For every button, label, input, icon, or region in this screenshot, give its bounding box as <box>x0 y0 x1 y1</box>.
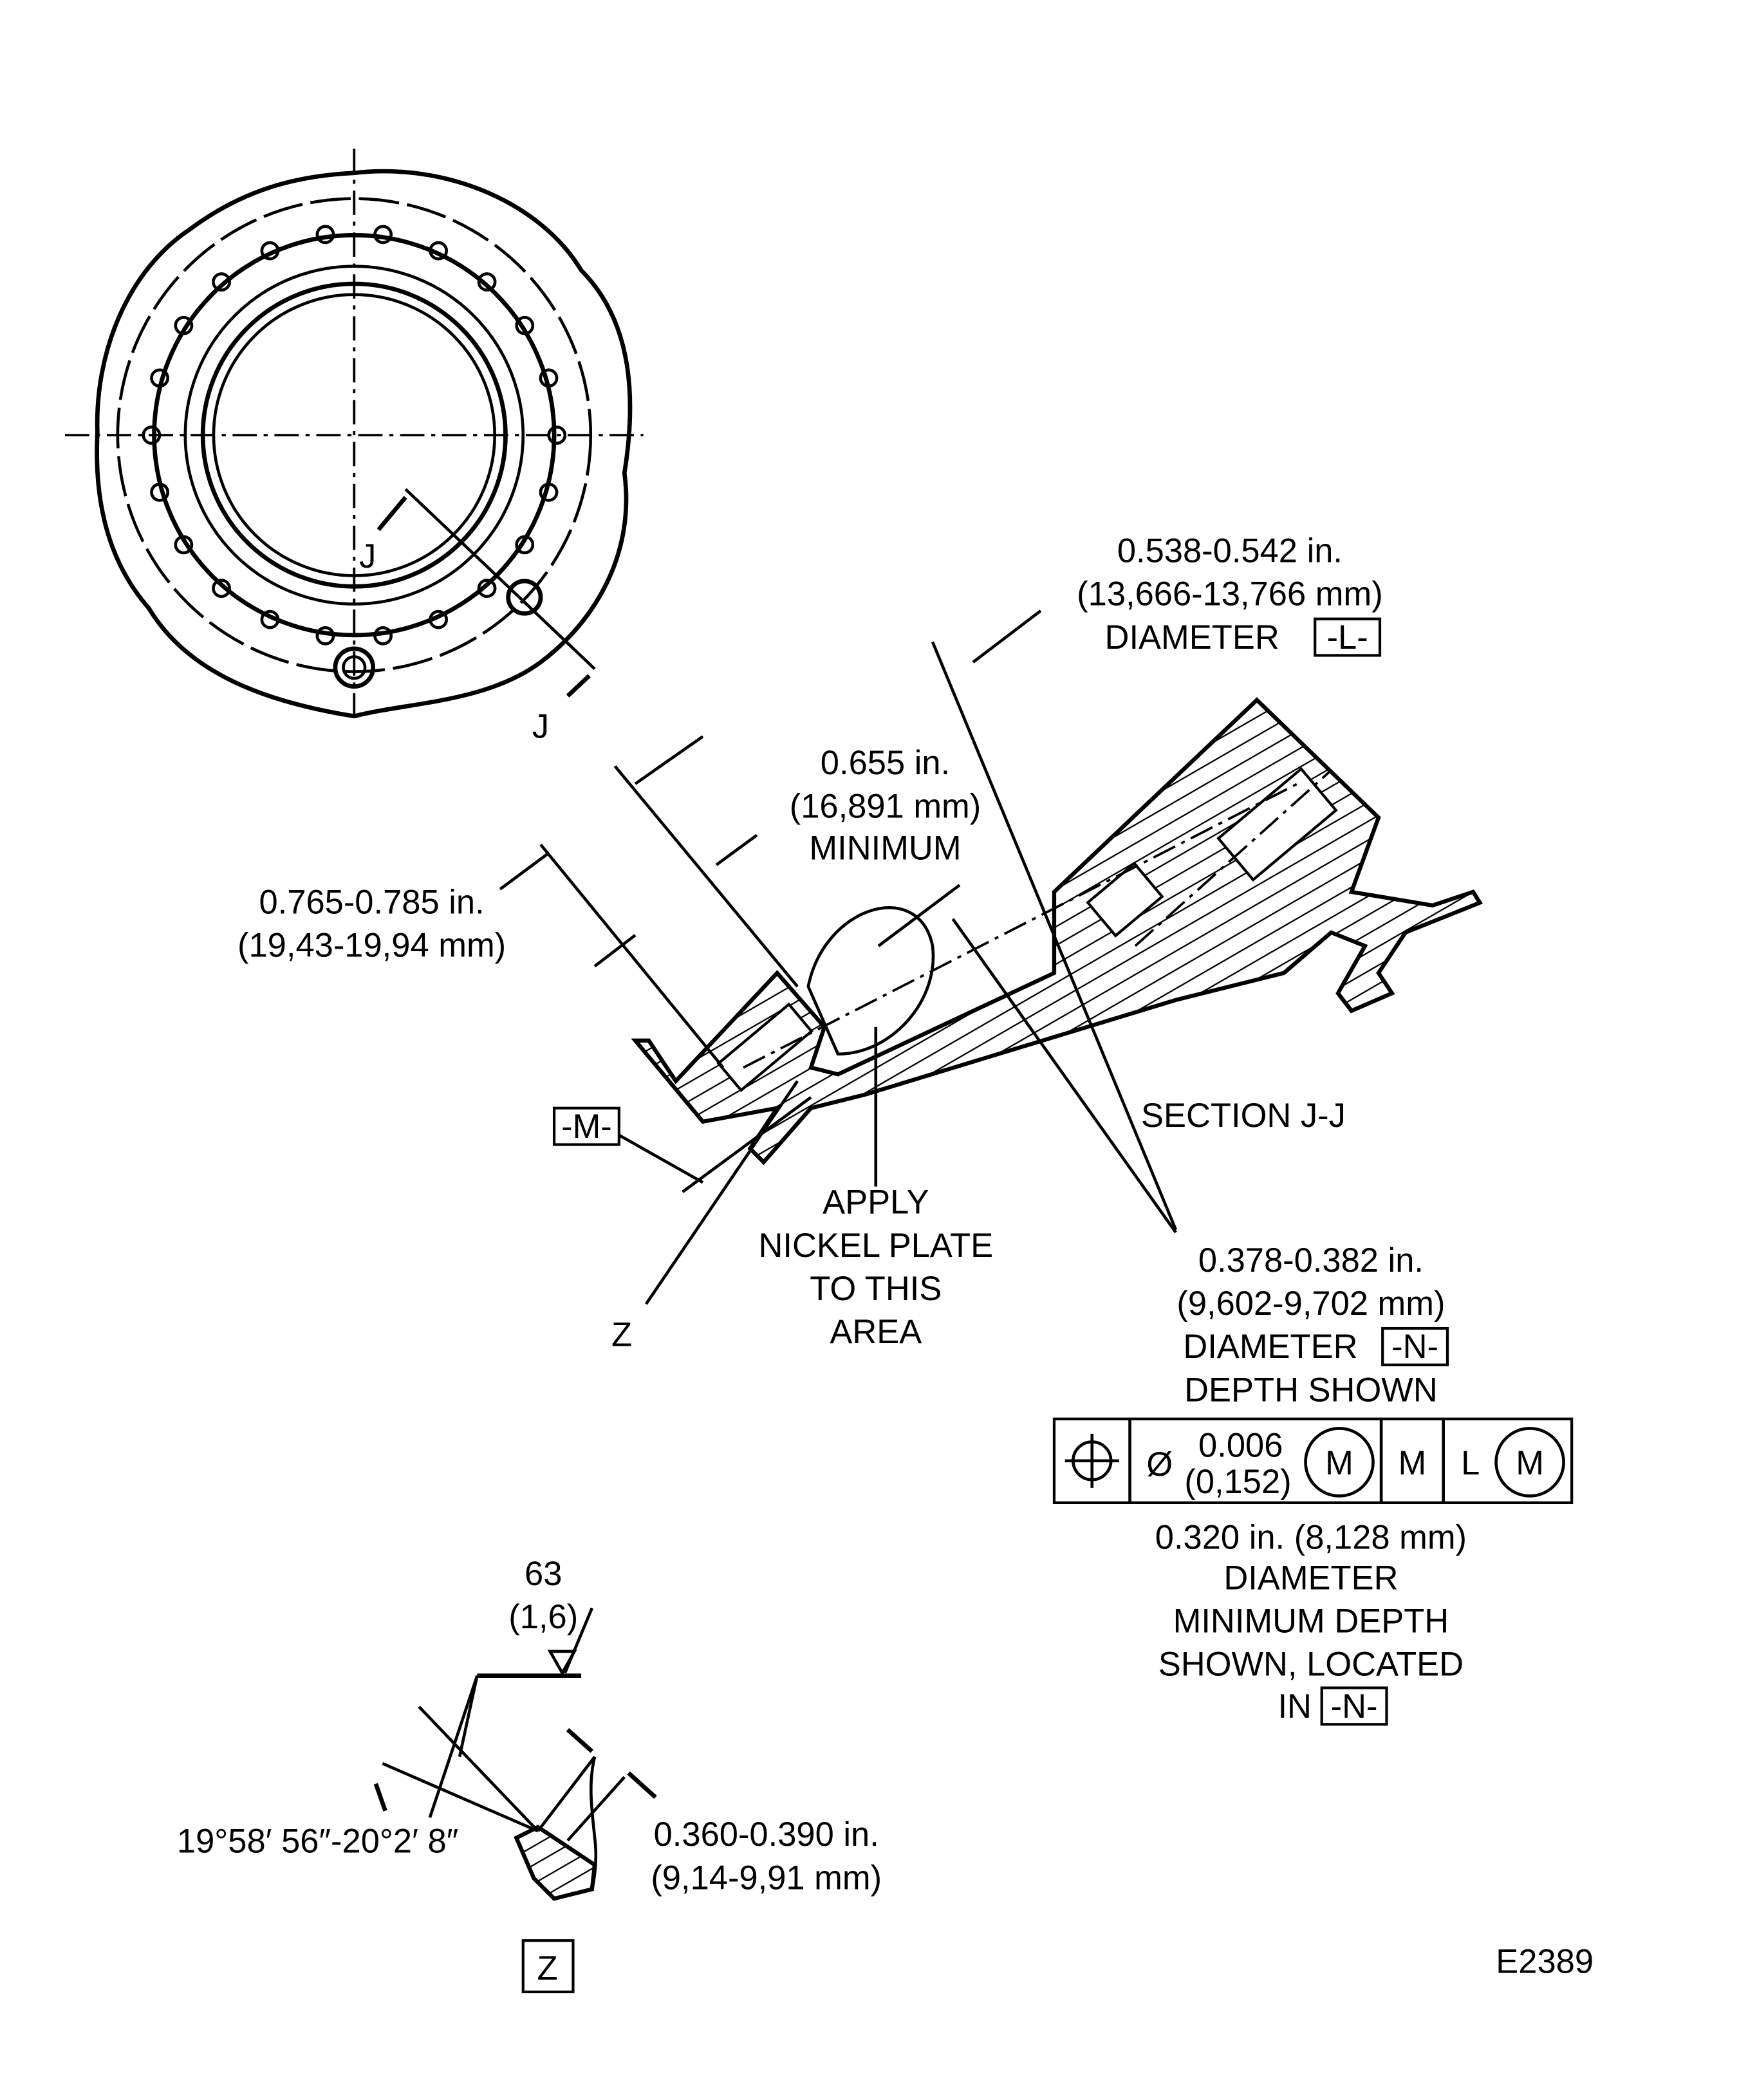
datum-m: -M- <box>561 1108 612 1146</box>
bolt-hole <box>373 626 393 646</box>
bolt-hole <box>174 535 194 555</box>
datum-n-box-2 <box>1320 1686 1388 1726</box>
tolerance-mm: (0,152) <box>1184 1463 1291 1501</box>
dim-0320-min-depth: MINIMUM DEPTH <box>1173 1602 1449 1640</box>
dim-0655-inch: 0.655 in. <box>821 744 950 782</box>
bolt-hole <box>477 272 497 292</box>
dim-l-mm: (13,666-13,766 mm) <box>1077 575 1383 613</box>
bolt-hole <box>212 272 231 292</box>
bolt-hole <box>539 368 559 388</box>
section-arrow-label-top: J <box>359 537 376 575</box>
dim-n-mm: (9,602-9,702 mm) <box>1176 1285 1445 1323</box>
datum-ref-l: L <box>1461 1444 1480 1482</box>
detail-z-label: Z <box>611 1315 632 1353</box>
figure-id: E2389 <box>1496 1943 1594 1981</box>
bolt-hole <box>477 579 497 599</box>
bolt-hole <box>429 241 449 261</box>
bolt-hole <box>515 535 535 555</box>
dim-n-depth: DEPTH SHOWN <box>1184 1371 1438 1409</box>
bolt-hole <box>539 482 559 502</box>
note-nickel-2: NICKEL PLATE <box>758 1227 993 1265</box>
diameter-symbol: Ø <box>1146 1445 1173 1483</box>
dim-0655-mm: (16,891 mm) <box>790 787 981 825</box>
dim-l-diameter: DIAMETER <box>1105 618 1279 656</box>
datum-n-box <box>1381 1326 1449 1366</box>
tolerance-inch: 0.006 <box>1198 1427 1283 1465</box>
bolt-hole <box>373 225 393 245</box>
feature-control-frame: Ø 0.006 (0,152) M M L M <box>1052 1417 1574 1505</box>
dimension-lines <box>499 609 1178 1305</box>
datum-l-mmc-modifier: M <box>1516 1444 1544 1482</box>
datum-n-2: -N- <box>1331 1687 1378 1725</box>
bolt-hole <box>150 482 170 502</box>
surface-finish-metric: (1,6) <box>508 1598 578 1636</box>
section-j-j-view <box>631 697 1483 1166</box>
bolt-hole <box>515 315 535 335</box>
dim-0320-located: SHOWN, LOCATED <box>1158 1646 1464 1684</box>
bolt-hole <box>212 579 231 599</box>
dim-0765-mm: (19,43-19,94 mm) <box>237 927 506 965</box>
dim-0320-in: IN <box>1278 1687 1312 1725</box>
bolt-hole <box>174 315 194 335</box>
note-nickel-4: AREA <box>830 1313 922 1351</box>
dim-0765-inch: 0.765-0.785 in. <box>259 883 485 921</box>
datum-l: -L- <box>1327 618 1368 656</box>
dim-0655-minimum: MINIMUM <box>809 829 961 867</box>
note-nickel-1: APPLY <box>823 1184 929 1222</box>
bolt-hole <box>150 368 170 388</box>
bolt-hole <box>260 609 280 629</box>
datum-l-box <box>1314 617 1382 657</box>
dim-0360-mm: (9,14-9,91 mm) <box>651 1859 882 1897</box>
angle-dimension: 19°58′ 56″-20°2′ 8″ <box>177 1823 458 1861</box>
datum-n: -N- <box>1391 1328 1438 1366</box>
detail-z-box <box>521 1939 575 1994</box>
section-title: SECTION J-J <box>1141 1097 1346 1135</box>
surface-finish-value: 63 <box>525 1555 562 1593</box>
dim-n-inch: 0.378-0.382 in. <box>1198 1241 1424 1279</box>
detail-z-box-label: Z <box>537 1949 558 1987</box>
note-nickel-3: TO THIS <box>810 1270 942 1308</box>
detail-z-view <box>373 1607 657 1901</box>
dim-0320-diameter: DIAMETER <box>1223 1559 1398 1597</box>
dim-l-inch: 0.538-0.542 in. <box>1117 532 1343 570</box>
bolt-hole <box>315 225 335 245</box>
dim-n-diameter: DIAMETER <box>1183 1328 1357 1366</box>
mmc-modifier: M <box>1325 1444 1353 1482</box>
datum-ref-m: M <box>1399 1444 1427 1482</box>
dim-0360-inch: 0.360-0.390 in. <box>654 1816 879 1854</box>
datum-m-box <box>552 1106 620 1146</box>
section-arrow-label-bottom: J <box>532 707 549 745</box>
dim-0320-size: 0.320 in. (8,128 mm) <box>1155 1518 1467 1556</box>
bolt-hole <box>315 626 335 646</box>
bolt-hole <box>260 241 280 261</box>
flange-top-view: J J <box>64 148 644 745</box>
bolt-hole <box>429 609 449 629</box>
position-icon <box>1064 1433 1119 1488</box>
